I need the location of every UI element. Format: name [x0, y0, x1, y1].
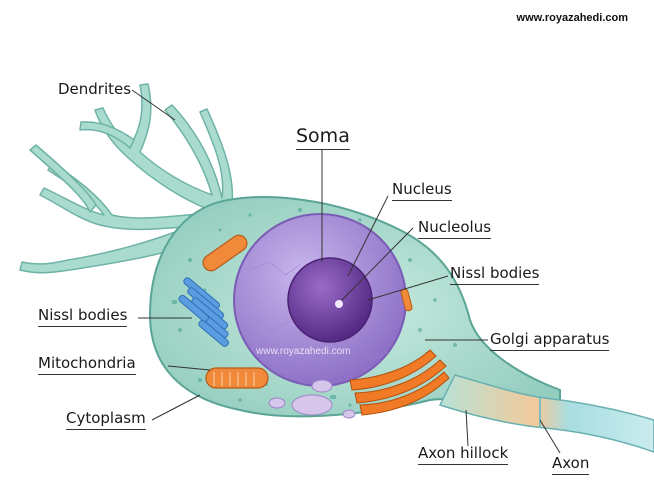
label-dendrites: Dendrites	[58, 80, 132, 98]
leader-lines	[131, 89, 561, 454]
label-mitochondria: Mitochondria	[38, 354, 136, 375]
label-golgi-apparatus: Golgi apparatus	[490, 330, 610, 351]
golgi-apparatus-shape	[349, 349, 450, 416]
label-soma: Soma	[296, 125, 350, 150]
label-nissl-bodies-left: Nissl bodies	[38, 306, 128, 327]
site-url[interactable]: www.royazahedi.com	[516, 12, 628, 24]
label-nucleolus: Nucleolus	[418, 218, 492, 239]
label-axon: Axon	[552, 454, 590, 475]
label-cytoplasm: Cytoplasm	[66, 409, 146, 430]
nissl-bodies-left-shape	[178, 277, 229, 347]
label-axon-hillock: Axon hillock	[418, 444, 509, 465]
label-nissl-bodies-right: Nissl bodies	[450, 264, 540, 285]
watermark: www.royazahedi.com	[256, 346, 351, 357]
nucleolus-shape	[287, 257, 373, 343]
vesicles	[268, 379, 356, 419]
label-nucleus: Nucleus	[392, 180, 452, 201]
